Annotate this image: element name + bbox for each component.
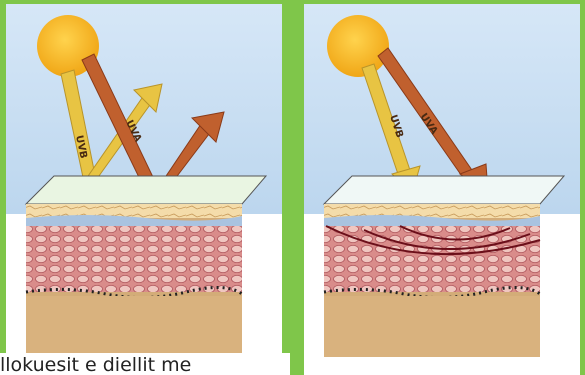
skin-surface-outline <box>324 176 564 204</box>
protected-skin-panel: UVB UVA <box>6 4 282 359</box>
sun <box>327 15 389 77</box>
skin-cross-section <box>26 204 242 359</box>
unprotected-skin-panel: UVB UVA <box>304 4 580 359</box>
caption-strip <box>304 357 580 375</box>
sunscreen-layer <box>26 176 266 204</box>
caption-text: llokuesit e diellit me <box>0 353 290 375</box>
protected-skin-illustration: UVB UVA <box>6 4 282 359</box>
unprotected-skin-illustration: UVB UVA <box>304 4 580 359</box>
skin-cross-section <box>324 204 540 359</box>
